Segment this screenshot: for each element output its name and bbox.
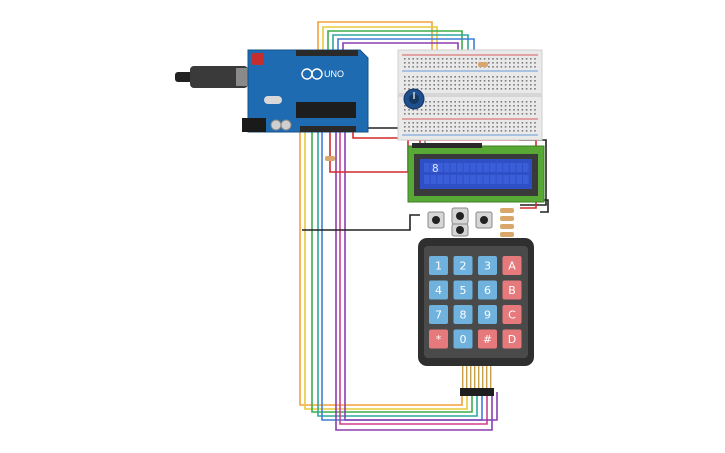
wire-purple2-keypad[interactable] <box>344 130 498 421</box>
wire-black-gnd-2[interactable] <box>302 214 420 231</box>
keypad-key-label: 0 <box>460 333 467 346</box>
wire-purple-keypad[interactable] <box>335 130 493 431</box>
keypad-key-label: B <box>508 284 516 297</box>
keypad-4x4[interactable]: 1 2 3 A 4 5 6 B 7 8 9 C * 0 # D <box>418 238 534 396</box>
keypad-key-B[interactable]: B <box>502 280 522 300</box>
keypad-key-#[interactable]: # <box>478 329 497 349</box>
keypad-key-2[interactable]: 2 <box>453 256 473 275</box>
keypad-key-label: * <box>436 333 442 346</box>
keypad-key-label: C <box>508 308 516 321</box>
keypad-face <box>424 246 528 358</box>
breadboard[interactable] <box>397 49 543 141</box>
keypad-key-label: 4 <box>435 284 442 297</box>
pull-resistor-2[interactable] <box>500 216 514 221</box>
keypad-key-D[interactable]: D <box>502 329 522 349</box>
push-button-3-cap <box>456 226 464 234</box>
power-jack <box>242 118 266 132</box>
wire-teal-keypad[interactable] <box>317 112 478 417</box>
keypad-key-0[interactable]: 0 <box>453 329 473 349</box>
arduino-uno[interactable]: UNO <box>175 49 369 133</box>
wire-orange-keypad[interactable] <box>299 105 463 406</box>
resistor-near-arduino[interactable] <box>325 156 335 161</box>
keypad-key-6[interactable]: 6 <box>478 280 497 300</box>
wire-pink-keypad[interactable] <box>339 130 488 425</box>
usb-cable-plug <box>175 72 193 82</box>
keypad-key-label: A <box>508 259 516 272</box>
keypad-key-C[interactable]: C <box>502 305 522 324</box>
power-header <box>300 126 356 132</box>
wire-yellow-keypad[interactable] <box>304 110 468 410</box>
reset-button[interactable] <box>252 53 264 65</box>
keypad-key-label: # <box>483 333 492 346</box>
keypad-key-label: 2 <box>460 259 467 272</box>
pull-resistor-4[interactable] <box>500 232 514 237</box>
keypad-key-label: 9 <box>484 308 491 321</box>
breadboard-resistor[interactable] <box>478 62 488 67</box>
keypad-key-label: 5 <box>460 284 467 297</box>
keypad-key-1[interactable]: 1 <box>429 256 448 275</box>
keypad-keys: 1 2 3 A 4 5 6 B 7 8 9 C * 0 # D <box>429 256 522 349</box>
breadboard-center-gap <box>398 93 542 97</box>
keypad-key-5[interactable]: 5 <box>453 280 473 300</box>
lcd-pin-header <box>412 143 482 148</box>
push-button-4-cap <box>480 216 488 224</box>
pull-resistor-3[interactable] <box>500 224 514 229</box>
push-button-1-cap <box>432 216 440 224</box>
keypad-connector <box>460 366 494 396</box>
board-logo-text: UNO <box>324 69 344 79</box>
keypad-key-7[interactable]: 7 <box>429 305 448 324</box>
keypad-key-label: 6 <box>484 284 491 297</box>
lcd-display-text: 8 <box>432 162 439 175</box>
microcontroller-chip <box>296 102 356 118</box>
usb-cable <box>190 66 248 88</box>
keypad-key-label: 8 <box>460 308 467 321</box>
wire-green-keypad[interactable] <box>311 112 473 413</box>
push-button-2-cap <box>456 212 464 220</box>
button-array[interactable] <box>427 207 514 237</box>
keypad-key-3[interactable]: 3 <box>478 256 497 275</box>
capacitor-1 <box>270 119 282 131</box>
keypad-key-label: 7 <box>435 308 442 321</box>
keypad-key-8[interactable]: 8 <box>453 305 473 324</box>
logo-circle-right <box>311 68 323 80</box>
capacitor-2 <box>280 119 292 131</box>
keypad-key-*[interactable]: * <box>429 329 448 349</box>
crystal <box>264 96 282 104</box>
lcd-character-cells <box>424 163 529 184</box>
pull-resistor-1[interactable] <box>500 208 514 213</box>
lcd-16x2[interactable]: 8 <box>407 143 545 203</box>
digital-header <box>296 50 358 56</box>
keypad-key-A[interactable]: A <box>502 256 522 275</box>
keypad-key-label: 1 <box>435 259 442 272</box>
keypad-key-9[interactable]: 9 <box>478 305 497 324</box>
keypad-key-label: D <box>508 333 516 346</box>
keypad-key-4[interactable]: 4 <box>429 280 448 300</box>
keypad-key-label: 3 <box>484 259 491 272</box>
